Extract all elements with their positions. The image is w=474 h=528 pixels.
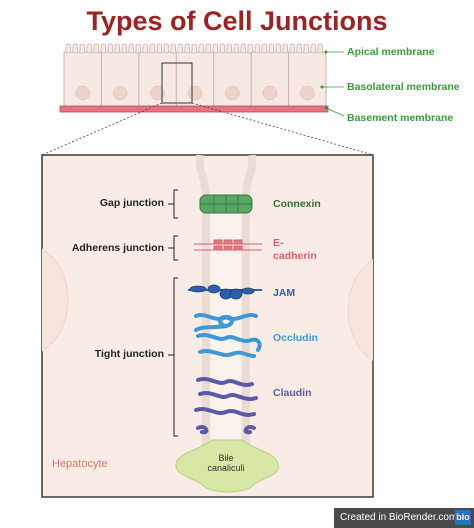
cell-nucleus [75,85,90,101]
claudin-protein [194,377,258,435]
microvilli [65,43,323,54]
apical-membrane-label: Apical membrane [347,46,435,58]
microvillus [275,43,281,54]
microvillus [156,43,162,54]
ecadherin-label-line1: E- [273,237,284,249]
microvillus [72,43,78,54]
basement-membrane-label: Basement membrane [347,112,454,124]
microvillus [261,43,267,54]
microvillus [79,43,85,54]
cell-nucleus [300,85,315,101]
microvillus [289,43,295,54]
microvillus [86,43,92,54]
microvillus [142,43,148,54]
microvillus [198,43,204,54]
microvillus [121,43,127,54]
zoom-box [161,62,193,104]
epithelial-layer [59,43,329,113]
microvillus [65,43,71,54]
microvillus [282,43,288,54]
microvillus [163,43,169,54]
tight-junction-label: Tight junction [94,348,164,360]
microvillus [149,43,155,54]
claudin-label: Claudin [273,387,312,399]
basement-membrane [59,105,329,113]
microvillus [212,43,218,54]
ecadherin-label-line2: cadherin [273,250,317,262]
microvillus [135,43,141,54]
microvillus [170,43,176,54]
cell-nucleus [150,85,165,101]
zoom-line-left [41,102,163,156]
microvillus [107,43,113,54]
microvillus [219,43,225,54]
microvillus [317,43,323,54]
hepatocyte-label: Hepatocyte [52,458,108,470]
microvillus [233,43,239,54]
cell-nucleus [262,85,278,101]
bile-canaliculi-shape [175,439,279,493]
adherens-junction-label: Adherens junction [71,242,164,254]
cell-nucleus [187,85,203,101]
microvillus [303,43,309,54]
bile-canaliculi-label: Bile canaliculi [196,453,256,473]
connexin-label: Connexin [273,198,321,210]
microvillus [205,43,211,54]
microvillus [100,43,106,54]
occludin-protein [194,313,262,358]
connexin-protein [199,194,253,214]
tight-bracket [168,277,178,437]
occludin-label: Occludin [273,332,318,344]
microvillus [310,43,316,54]
cell-nucleus [112,85,128,101]
microvillus [268,43,274,54]
footer-bar [334,508,474,528]
microvillus [128,43,134,54]
adherens-bracket [168,235,178,261]
cell-dividers [100,52,290,106]
microvillus [177,43,183,54]
neighbor-cell-right [347,259,373,361]
microvillus [93,43,99,54]
basement-pointer [325,107,345,117]
microvillus [247,43,253,54]
microvillus [254,43,260,54]
microvillus [184,43,190,54]
zoom-line-right [191,102,374,156]
gap-bracket [168,189,178,219]
bile-label-line2: canaliculi [207,463,245,473]
microvillus [114,43,120,54]
jam-label: JAM [273,287,296,299]
gap-junction-label: Gap junction [99,197,164,209]
biorender-logo: bio [455,510,471,525]
microvillus [226,43,232,54]
microvillus [240,43,246,54]
neighbor-cell-left [42,248,69,352]
footer-credit-text: Created in BioRender.com [340,512,458,523]
jam-protein [188,284,262,300]
diagram-title: Types of Cell Junctions [86,6,388,36]
ecadherin-protein [194,239,262,251]
microvillus [296,43,302,54]
cell-nucleus [225,85,240,101]
microvillus [191,43,197,54]
basolateral-membrane-label: Basolateral membrane [347,81,460,93]
bile-label-line1: Bile [218,453,234,463]
